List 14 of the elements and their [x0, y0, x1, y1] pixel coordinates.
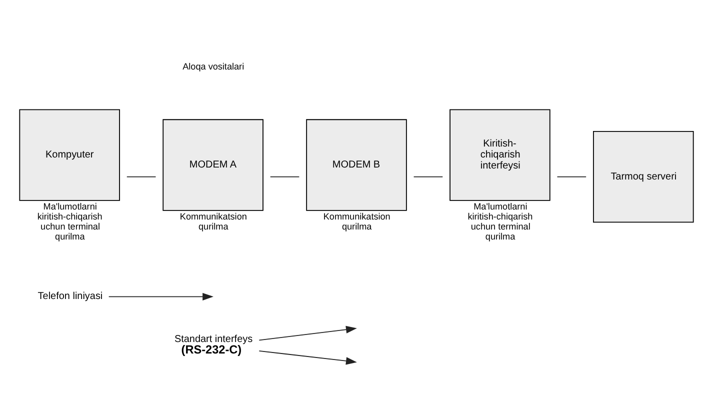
connector: [413, 176, 444, 177]
node-label: Kommunikatsion qurilma: [180, 211, 247, 231]
connector: [556, 176, 587, 177]
node-label: Ma'lumotlarni kiritish-chiqarish uchun terminal qurilma: [468, 201, 533, 241]
label: Aloqa vositalari: [182, 60, 244, 71]
arrow: [258, 350, 357, 364]
node-label: Kommunikatsion qurilma: [323, 211, 390, 231]
connector: [270, 176, 300, 177]
node-text: Standart interfeys (RS-232-C): [174, 333, 253, 356]
node-text: Telefon liniyasi: [38, 290, 103, 302]
node-label: Ma'lumotlarni kiritish-chiqarish uchun terminal qurilma: [37, 201, 102, 241]
connector: [126, 176, 156, 177]
arrow: [108, 292, 214, 300]
arrow: [258, 325, 357, 340]
